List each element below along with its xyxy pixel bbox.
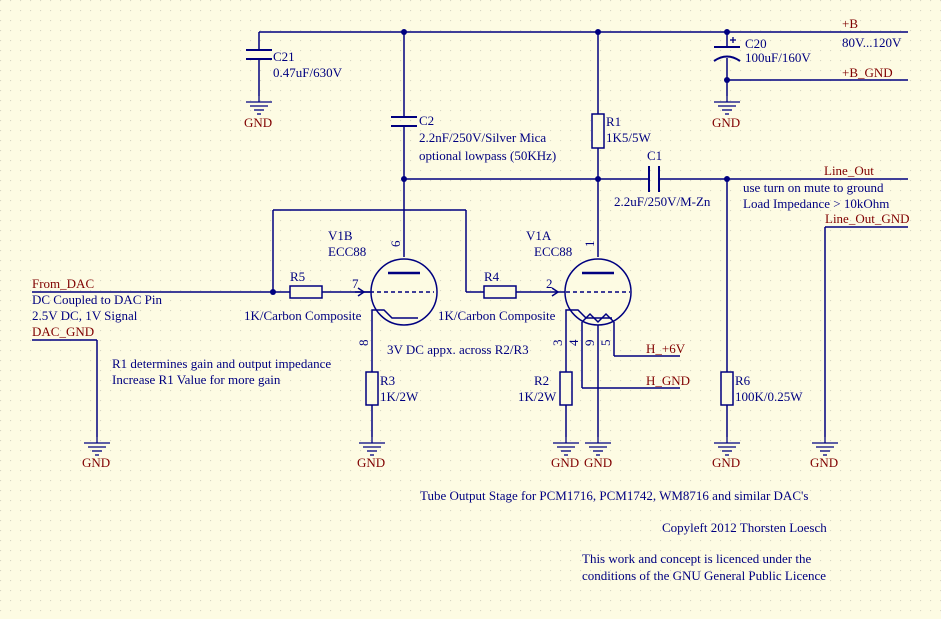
c1-value: 2.2uF/250V/M-Zn — [614, 194, 711, 209]
gain-note-2: Increase R1 Value for more gain — [112, 372, 281, 387]
gnd-label-r2: GND — [551, 455, 579, 470]
pin-v1b-anode: 6 — [388, 240, 403, 247]
r2-ref: R2 — [534, 373, 549, 388]
r3-value: 1K/2W — [380, 389, 419, 404]
line-out-note-1: use turn on mute to ground — [743, 180, 884, 195]
c20-ref: C20 — [745, 36, 767, 51]
c21-value: 0.47uF/630V — [273, 65, 343, 80]
r5-value: 1K/Carbon Composite — [244, 308, 362, 323]
capacitor-c1 — [648, 166, 660, 192]
gnd-label-r3: GND — [357, 455, 385, 470]
v1a-ref: V1A — [526, 228, 552, 243]
pin-v1b-grid: 7 — [352, 276, 359, 291]
v1a-type: ECC88 — [534, 244, 572, 259]
net-h-plus: H_+6V — [646, 341, 686, 356]
c20-value: 100uF/160V — [745, 50, 811, 65]
gnd-label-dac: GND — [82, 455, 110, 470]
gain-note-1: R1 determines gain and output impedance — [112, 356, 331, 371]
net-line-out: Line_Out — [824, 163, 874, 178]
v1b-type: ECC88 — [328, 244, 366, 259]
junctions — [270, 29, 730, 295]
gnd-label-c20: GND — [712, 115, 740, 130]
net-plus-b-range: 80V...120V — [842, 35, 902, 50]
from-dac-note-2: 2.5V DC, 1V Signal — [32, 308, 138, 323]
title-block: Tube Output Stage for PCM1716, PCM1742, … — [420, 488, 808, 503]
resistor-r4 — [483, 285, 517, 299]
c2-ref: C2 — [419, 113, 434, 128]
r1-ref: R1 — [606, 114, 621, 129]
r2-value: 1K/2W — [518, 389, 557, 404]
line-out-note-2: Load Impedance > 10kOhm — [743, 196, 889, 211]
gnd-label-c21: GND — [244, 115, 272, 130]
pin-v1a-heater-c: 5 — [598, 340, 613, 347]
r6-ref: R6 — [735, 373, 751, 388]
c21-ref: C21 — [273, 49, 295, 64]
net-plus-b: +B — [842, 16, 858, 31]
net-dac-gnd: DAC_GND — [32, 324, 94, 339]
v1b-ref: V1B — [328, 228, 353, 243]
licence-line-1: This work and concept is licenced under … — [582, 551, 811, 566]
wires — [32, 31, 908, 437]
licence-line-2: conditions of the GNU General Public Lic… — [582, 568, 826, 583]
capacitor-c20 — [713, 37, 741, 62]
resistor-r5 — [289, 285, 323, 299]
r1-value: 1K5/5W — [606, 130, 652, 145]
pin-v1b-cathode: 8 — [356, 340, 371, 347]
resistor-r6 — [720, 371, 734, 406]
c2-value: 2.2nF/250V/Silver Mica — [419, 130, 546, 145]
tube-v1b — [355, 258, 438, 326]
gnd-label-lineout: GND — [810, 455, 838, 470]
r6-value: 100K/0.25W — [735, 389, 803, 404]
copyleft: Copyleft 2012 Thorsten Loesch — [662, 520, 827, 535]
c2-note: optional lowpass (50KHz) — [419, 148, 556, 163]
capacitor-c2 — [391, 116, 417, 127]
r4-ref: R4 — [484, 269, 500, 284]
net-plus-b-gnd: +B_GND — [842, 65, 893, 80]
net-from-dac: From_DAC — [32, 276, 94, 291]
gnd-label-r6: GND — [712, 455, 740, 470]
capacitor-c21 — [246, 49, 272, 60]
pin-v1a-heater-a: 4 — [566, 339, 581, 346]
pin-v1a-anode: 1 — [582, 241, 597, 248]
pin-v1a-heater-b: 9 — [582, 340, 597, 347]
pin-v1a-cathode: 3 — [550, 340, 565, 347]
resistor-r2 — [559, 371, 573, 406]
bias-note: 3V DC appx. across R2/R3 — [387, 342, 529, 357]
from-dac-note-1: DC Coupled to DAC Pin — [32, 292, 163, 307]
net-h-gnd: H_GND — [646, 373, 690, 388]
c1-ref: C1 — [647, 148, 662, 163]
resistor-r1 — [591, 113, 605, 149]
pin-v1a-grid: 2 — [546, 276, 553, 291]
tube-v1a — [551, 258, 632, 326]
r4-value: 1K/Carbon Composite — [438, 308, 556, 323]
r3-ref: R3 — [380, 373, 395, 388]
r5-ref: R5 — [290, 269, 305, 284]
resistor-r3 — [365, 371, 379, 406]
gnd-label-heater: GND — [584, 455, 612, 470]
net-line-out-gnd: Line_Out_GND — [825, 211, 910, 226]
